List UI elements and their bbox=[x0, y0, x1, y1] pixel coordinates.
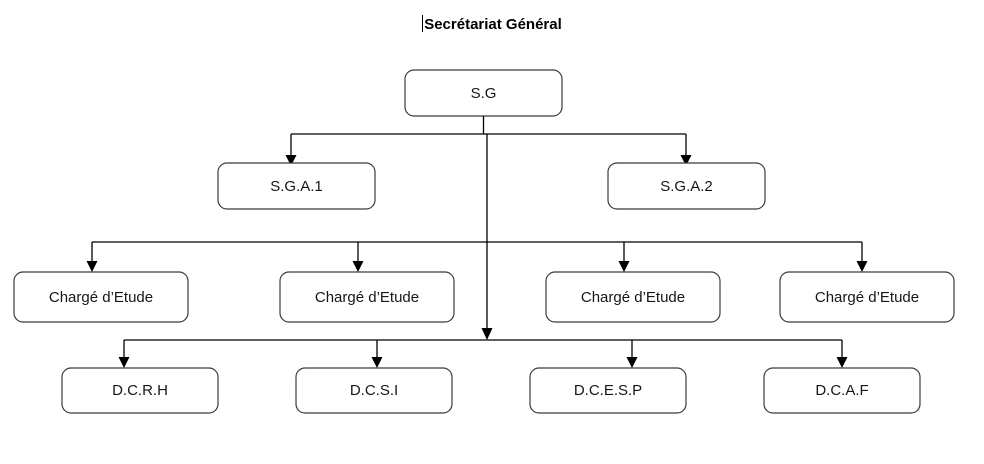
arrow-head-ce1 bbox=[86, 261, 98, 272]
node-ce1[interactable]: Chargé d’Etude bbox=[13, 271, 189, 323]
node-ce3-label: Chargé d’Etude bbox=[581, 289, 685, 306]
node-ce1-label: Chargé d’Etude bbox=[49, 289, 153, 306]
node-dcaf-label: D.C.A.F bbox=[815, 382, 868, 399]
node-ce1-box[interactable] bbox=[13, 271, 189, 323]
arrow-head-dcaf bbox=[836, 357, 848, 368]
connector-bus-level3 bbox=[86, 241, 868, 272]
node-sga2[interactable]: S.G.A.2 bbox=[607, 162, 766, 210]
arrow-head-sga2 bbox=[680, 155, 692, 166]
node-sga2-box[interactable] bbox=[607, 162, 766, 210]
node-ce4-box[interactable] bbox=[779, 271, 955, 323]
arrow-head-dcesp bbox=[626, 357, 638, 368]
node-ce2-box[interactable] bbox=[279, 271, 455, 323]
arrow-head-ce3 bbox=[618, 261, 630, 272]
connector-sg-to-level2 bbox=[285, 116, 692, 166]
node-sg-label: S.G bbox=[471, 85, 497, 102]
node-ce2[interactable]: Chargé d’Etude bbox=[279, 271, 455, 323]
node-dcesp-label: D.C.E.S.P bbox=[574, 382, 642, 399]
arrow-head-dcsi bbox=[371, 357, 383, 368]
node-sga1-box[interactable] bbox=[217, 162, 376, 210]
node-dcrh-label: D.C.R.H bbox=[112, 382, 168, 399]
node-ce2-label: Chargé d’Etude bbox=[315, 289, 419, 306]
node-ce4[interactable]: Chargé d’Etude bbox=[779, 271, 955, 323]
connector-bus-level4 bbox=[118, 339, 848, 368]
node-dcsi-box[interactable] bbox=[295, 367, 453, 414]
node-dcsi-label: D.C.S.I bbox=[350, 382, 398, 399]
node-sga1[interactable]: S.G.A.1 bbox=[217, 162, 376, 210]
node-dcrh[interactable]: D.C.R.H bbox=[61, 367, 219, 414]
node-dcaf-box[interactable] bbox=[763, 367, 921, 414]
node-ce3-box[interactable] bbox=[545, 271, 721, 323]
page-title: Secrétariat Général bbox=[0, 15, 984, 33]
text-cursor bbox=[422, 15, 424, 32]
arrow-head-ce4 bbox=[856, 261, 868, 272]
node-dcsi[interactable]: D.C.S.I bbox=[295, 367, 453, 414]
arrow-head-ce2 bbox=[352, 261, 364, 272]
node-dcesp[interactable]: D.C.E.S.P bbox=[529, 367, 687, 414]
node-ce4-label: Chargé d’Etude bbox=[815, 289, 919, 306]
node-ce3[interactable]: Chargé d’Etude bbox=[545, 271, 721, 323]
arrow-head-sga1 bbox=[285, 155, 297, 166]
connector-sg-spine bbox=[481, 134, 493, 340]
node-dcrh-box[interactable] bbox=[61, 367, 219, 414]
node-dcesp-box[interactable] bbox=[529, 367, 687, 414]
node-sg[interactable]: S.G bbox=[404, 69, 563, 117]
arrow-head-dcrh bbox=[118, 357, 130, 368]
page-title-text: Secrétariat Général bbox=[424, 16, 562, 33]
node-dcaf[interactable]: D.C.A.F bbox=[763, 367, 921, 414]
arrow-head-spine bbox=[481, 328, 493, 340]
node-sga1-label: S.G.A.1 bbox=[270, 178, 323, 195]
node-sga2-label: S.G.A.2 bbox=[660, 178, 713, 195]
